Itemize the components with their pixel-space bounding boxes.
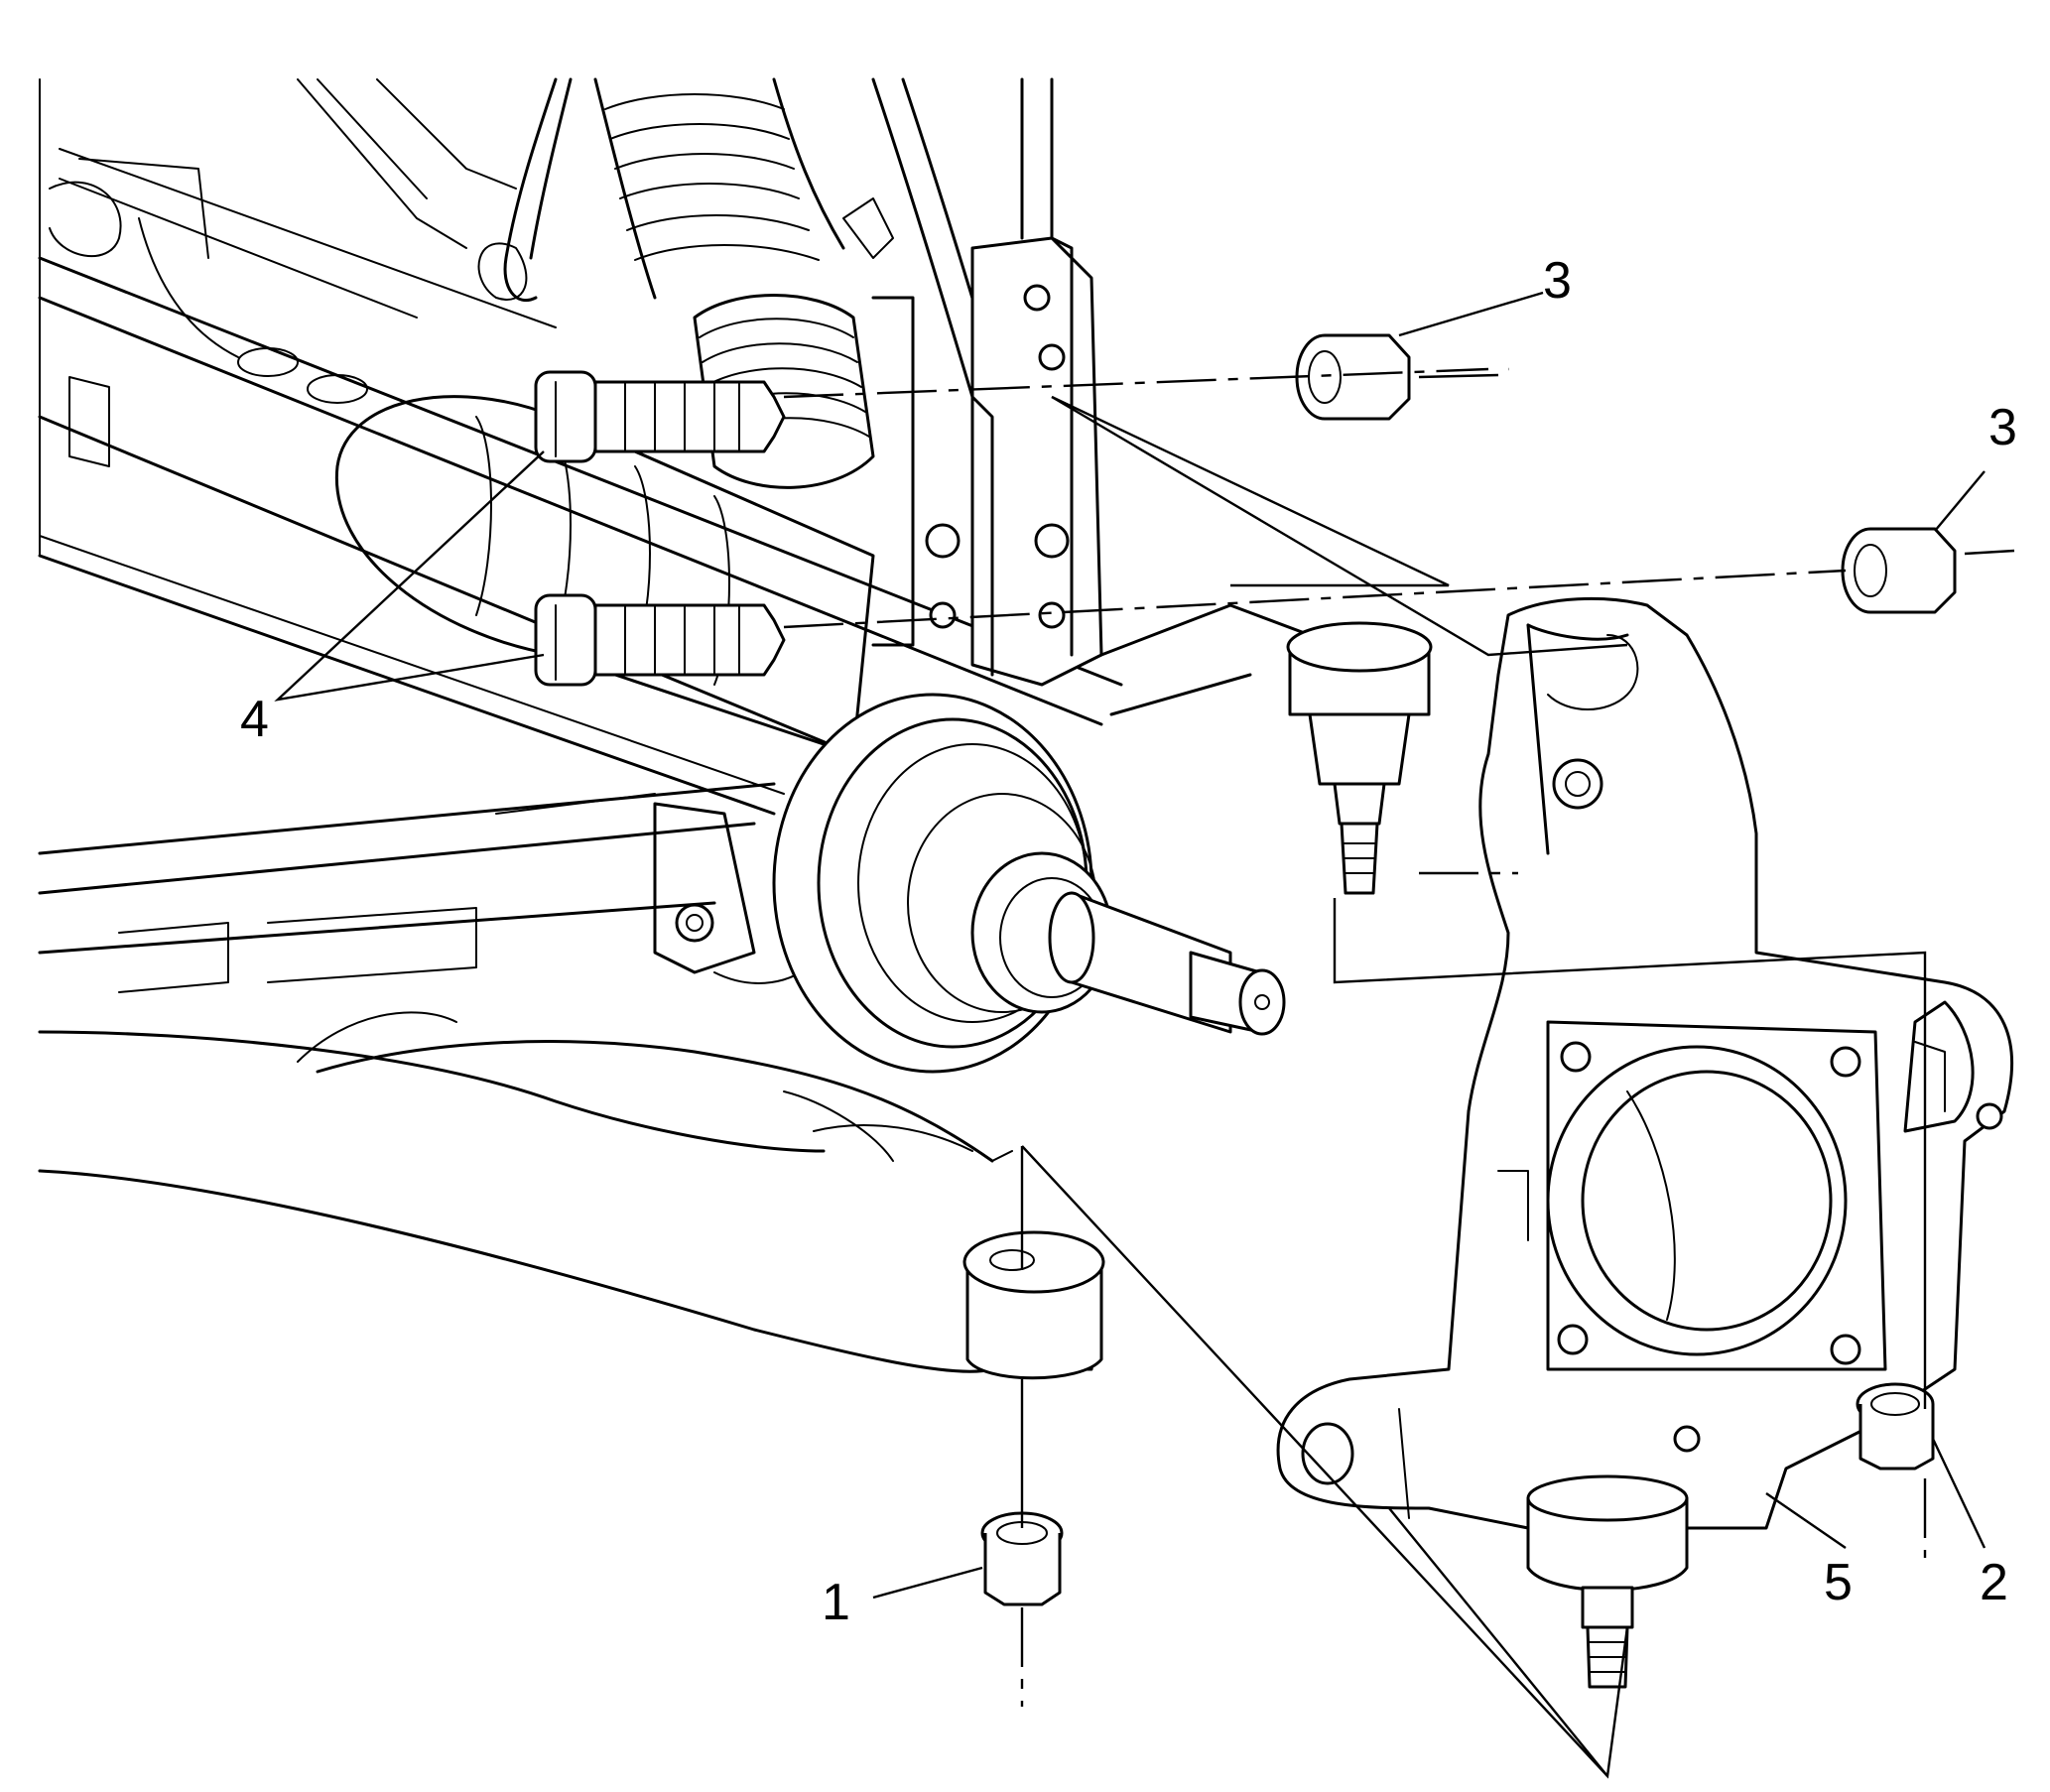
- bolt-upper: [534, 370, 786, 463]
- callout-5: 5: [1824, 1554, 1853, 1611]
- cv-joint-boot: [772, 693, 1113, 1074]
- callout-4: 4: [240, 691, 269, 748]
- lower-control-arm: [38, 1011, 1103, 1373]
- axle-stub: [1048, 891, 1286, 1036]
- steering-knuckle: [1276, 596, 2013, 1689]
- callout-1: 1: [822, 1574, 850, 1631]
- frame-rail: [38, 78, 1123, 816]
- steering-rack-boot: [593, 77, 875, 489]
- nut-3-lower: [1841, 527, 1957, 614]
- callout-3-lower: 3: [1988, 399, 2017, 456]
- nut-3-upper: [1295, 333, 1411, 421]
- nut-2: [1856, 1382, 1935, 1471]
- wiring-harness: [297, 77, 573, 302]
- lower-ball-joint-boss: [962, 1230, 1105, 1380]
- callout-3-upper: 3: [1543, 252, 1572, 310]
- bolt-lower: [534, 593, 786, 687]
- callout-leaders: [274, 291, 1986, 1600]
- callout-labels: 3 3 4 1 5 2: [240, 252, 2017, 1631]
- callout-2: 2: [1980, 1554, 2008, 1611]
- crossmember: [38, 782, 815, 993]
- upper-arm-bracket: [842, 77, 1103, 687]
- assembly-lines: [783, 367, 2015, 1779]
- tie-rod-end: [1099, 603, 1433, 895]
